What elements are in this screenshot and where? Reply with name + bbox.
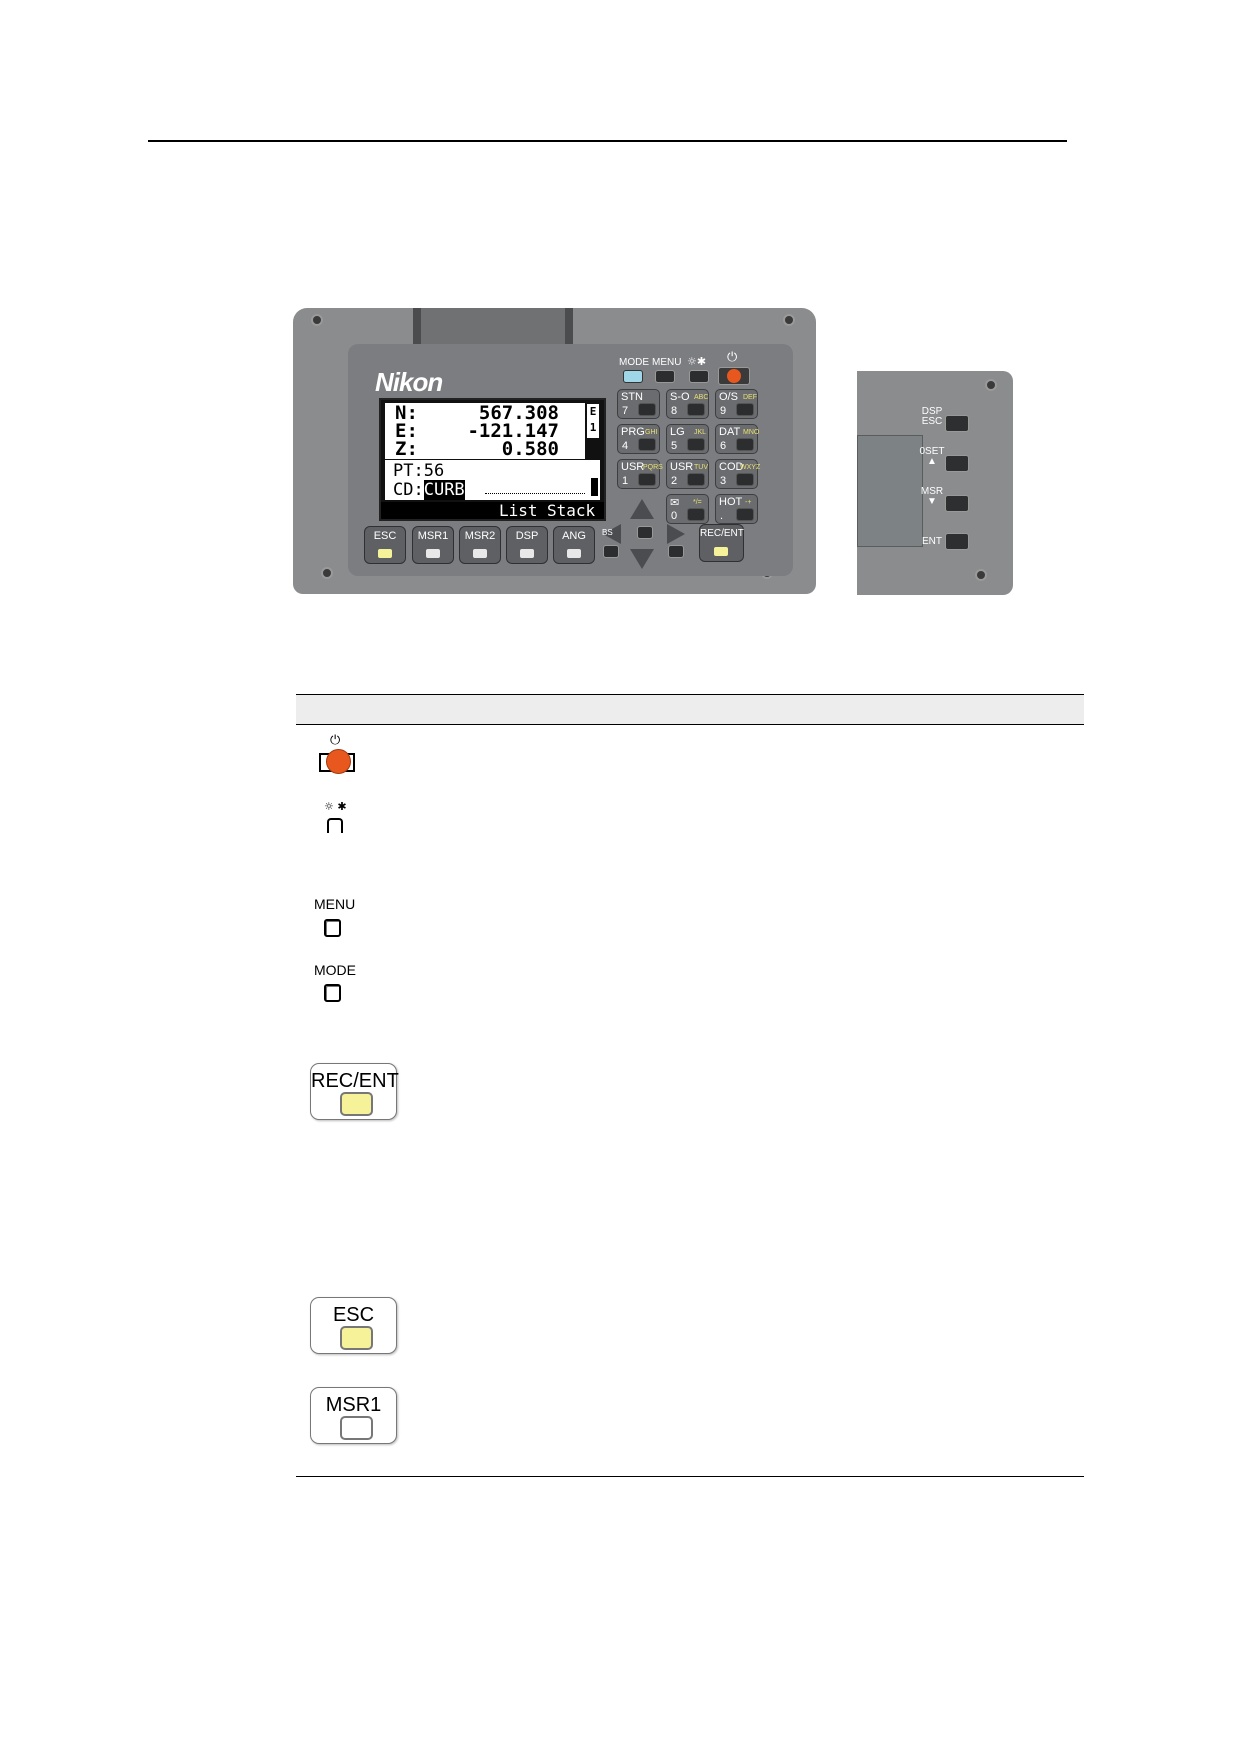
msr1-key[interactable]: MSR1 <box>412 526 454 564</box>
arrow-down-icon[interactable] <box>630 549 654 569</box>
mode-key-icon <box>324 984 341 1002</box>
ang-key[interactable]: ANG <box>553 526 595 564</box>
screw-icon <box>975 569 987 581</box>
bs-key[interactable] <box>603 545 619 558</box>
illumination-caption: ☼ ✱ <box>324 800 347 813</box>
rec-ent-key-icon: REC/ENT <box>310 1063 399 1120</box>
msr2-key[interactable]: MSR2 <box>459 526 501 564</box>
brand-logo: Nikon <box>375 367 443 397</box>
table-bottom-rule <box>296 1476 1084 1477</box>
side-key-label-ent: ENT <box>922 536 942 547</box>
arrow-right-icon[interactable] <box>667 524 685 544</box>
menu-key-icon <box>324 919 341 937</box>
lcd-coordinates: N: 567.308 E: -121.147 Z: 0.580 <box>385 403 585 459</box>
power-key-icon <box>319 749 355 774</box>
menu-key[interactable] <box>655 370 675 383</box>
lcd-row-e: E: -121.147 <box>395 420 559 442</box>
table-header <box>296 694 1084 725</box>
menu-key-label: MENU <box>652 357 682 368</box>
lcd-code-value: CURB <box>423 480 465 500</box>
lcd-row-n: N: 567.308 <box>395 402 559 424</box>
arrow-left-icon[interactable] <box>603 524 621 544</box>
esc-key-icon: ESC <box>310 1297 397 1354</box>
battery-icon <box>591 478 598 496</box>
illumination-key-label: ☼✱ <box>687 355 707 368</box>
rec-ent-key[interactable]: REC/ENT <box>699 524 744 562</box>
header-rule <box>148 140 1067 142</box>
screw-icon <box>311 314 323 326</box>
side-lcd <box>857 435 923 547</box>
side-key-label-0set: 0SET ▲ <box>919 446 945 467</box>
screw-icon <box>985 379 997 391</box>
illumination-key[interactable] <box>689 370 709 383</box>
side-key-dsp-esc[interactable] <box>945 415 969 432</box>
screw-icon <box>783 314 795 326</box>
power-caption: ⏻ <box>330 733 341 748</box>
key-pad-small[interactable] <box>668 545 684 558</box>
arrow-up-icon[interactable] <box>630 499 654 519</box>
side-key-msr[interactable] <box>945 495 969 512</box>
lcd-row-z: Z: 0.580 <box>395 438 559 460</box>
lcd-display: N: 567.308 E: -121.147 Z: 0.580 E 1 PT:5… <box>379 398 606 521</box>
dsp-key[interactable]: DSP <box>506 526 548 564</box>
key-0[interactable]: ✉*/=0 <box>666 494 709 524</box>
mode-key[interactable] <box>623 370 643 383</box>
side-key-label-msr: MSR ▼ <box>920 486 944 507</box>
key-hot-dot[interactable]: HOT-+. <box>715 494 758 524</box>
mode-key-label: MODE <box>619 357 649 368</box>
msr1-key-icon: MSR1 <box>310 1387 397 1444</box>
side-panel-image: DSP ESC 0SET ▲ MSR ▼ ENT <box>857 371 1013 595</box>
side-key-label-dsp-esc: DSP ESC <box>921 406 943 427</box>
esc-key[interactable]: ESC <box>364 526 406 564</box>
side-key-ent[interactable] <box>945 533 969 550</box>
bs-key-label: BS <box>602 528 613 537</box>
screw-icon <box>321 567 333 579</box>
lcd-page-indicator: E 1 <box>587 404 599 438</box>
power-key[interactable] <box>718 367 750 385</box>
lcd-point-code: PT:56 CD:CURB <box>385 460 600 500</box>
mode-caption: MODE <box>314 962 356 978</box>
illumination-key-icon <box>327 818 343 833</box>
key-pad-small[interactable] <box>637 526 653 539</box>
menu-caption: MENU <box>314 896 356 912</box>
lcd-softkey-bar: List Stack <box>381 502 604 519</box>
power-key-label: ⏻ <box>727 350 738 365</box>
power-icon <box>727 369 741 383</box>
side-key-0set[interactable] <box>945 455 969 472</box>
